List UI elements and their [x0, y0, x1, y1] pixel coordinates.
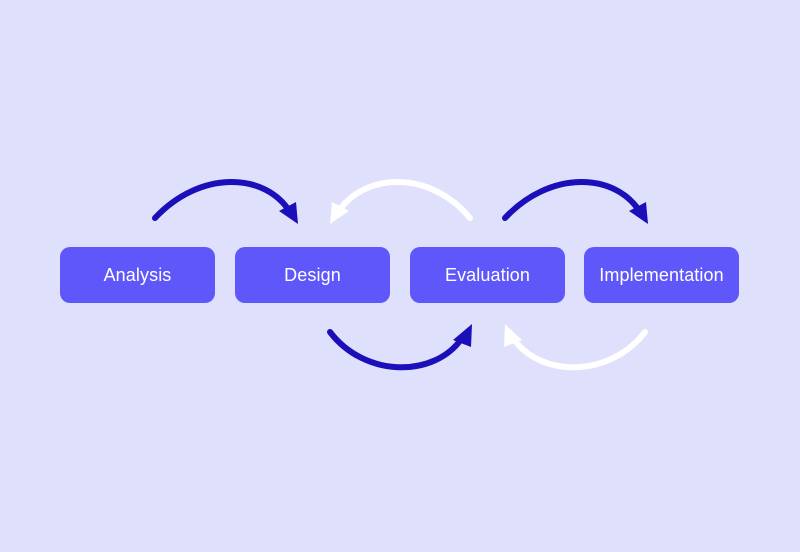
step-analysis: Analysis	[60, 247, 215, 303]
step-evaluation: Evaluation	[410, 247, 565, 303]
arrow-analysis-to-design	[152, 179, 298, 224]
step-design: Design	[235, 247, 390, 303]
step-label: Design	[284, 264, 341, 285]
arrow-design-to-evaluation	[327, 324, 472, 371]
arrow-evaluation-to-design	[330, 179, 473, 224]
step-implementation: Implementation	[584, 247, 739, 303]
step-label: Implementation	[599, 264, 724, 285]
arrow-evaluation-to-implementation	[502, 179, 648, 224]
step-label: Analysis	[103, 264, 172, 285]
arrow-implementation-to-evaluation	[504, 324, 648, 371]
step-label: Evaluation	[444, 264, 531, 285]
